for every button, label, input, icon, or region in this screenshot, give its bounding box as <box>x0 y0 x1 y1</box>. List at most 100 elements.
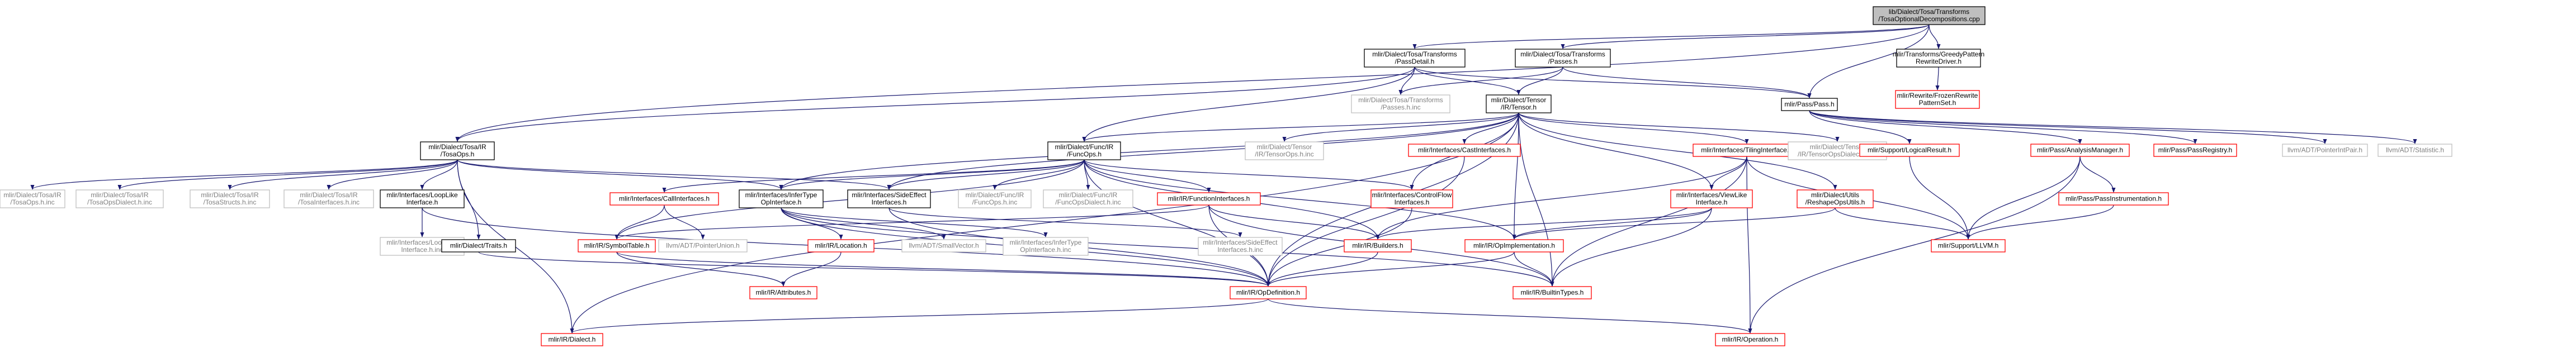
dependency-edge <box>781 251 842 287</box>
dependency-edge <box>228 159 458 190</box>
node-box <box>739 189 824 208</box>
dependency-edge <box>455 66 1415 142</box>
node-label-line: mlir/Interfaces/LoopLike <box>386 239 458 246</box>
header-file-node[interactable]: mlir/Interfaces/CastInterfaces.h <box>1408 144 1521 157</box>
dependency-edge <box>1809 110 2082 144</box>
node-box <box>190 189 270 208</box>
dependency-edge <box>1208 204 1380 240</box>
node-label-line: OpInterface.h <box>761 198 802 206</box>
node-label-line: mlir/Support/LogicalResult.h <box>1868 146 1951 154</box>
node-label-line: llvm/ADT/Statistic.h <box>2386 146 2444 154</box>
node-label-line: /IR/TensorOps.h.inc <box>1255 150 1313 158</box>
node-label-line: mlir/IR/Operation.h <box>1722 336 1779 344</box>
dependency-edge <box>1518 112 1554 287</box>
header-file-node[interactable]: mlir/Support/LogicalResult.h <box>1859 144 1960 157</box>
dependency-edge <box>1518 112 1837 190</box>
node-label-line: mlir/IR/SymbolTable.h <box>584 242 650 250</box>
node-box <box>1043 189 1133 208</box>
dependency-edge <box>1516 66 1563 95</box>
dependency-edge <box>1746 156 1752 334</box>
node-label-line: /TosaOps.h.inc <box>10 198 54 206</box>
header-file-node[interactable]: mlir/Dialect/Tosa/IR/TosaOps.h <box>420 141 495 160</box>
header-file-node[interactable]: mlir/Dialect/Tosa/Transforms/Passes.h <box>1515 49 1611 68</box>
node-label-line: mlir/Interfaces/CastInterfaces.h <box>1418 146 1511 154</box>
dependency-edge <box>1550 207 1712 287</box>
header-file-node[interactable]: mlir/Dialect/Tensor/IR/Tensor.h <box>1486 94 1552 113</box>
dependency-edge <box>1709 156 1747 190</box>
node-box <box>1230 286 1307 299</box>
header-file-node[interactable]: mlir/Pass/PassRegistry.h <box>2153 144 2237 157</box>
node-label-line: mlir/Dialect/Utils <box>1811 191 1859 199</box>
node-label-line: PatternSet.h <box>1919 99 1956 107</box>
header-file-node[interactable]: mlir/IR/Operation.h <box>1715 333 1785 346</box>
node-label-line: /TosaInterfaces.h.inc <box>298 198 360 206</box>
header-file-node[interactable]: mlir/Pass/Pass.h <box>1781 98 1838 111</box>
header-file-node[interactable]: mlir/Dialect/Tosa/Transforms/PassDetail.… <box>1364 49 1466 68</box>
node-label-line: mlir/Dialect/Func/IR <box>1055 143 1114 151</box>
node-label-line: mlir/Transforms/GreedyPattern <box>1893 50 1984 58</box>
node-label-line: mlir/Dialect/Tensor <box>1257 143 1312 151</box>
header-file-node[interactable]: mlir/Dialect/Func/IR/FuncOps.h <box>1047 141 1121 160</box>
node-box <box>1873 6 1986 25</box>
node-box <box>1715 333 1785 346</box>
header-file-node[interactable]: mlir/IR/FunctionInterfaces.h <box>1157 192 1261 206</box>
node-label-line: mlir/Dialect/Tosa/Transforms <box>1358 96 1443 104</box>
node-label-line: mlir/IR/Builders.h <box>1352 242 1403 250</box>
dependency-edge <box>1809 110 2197 144</box>
header-file-node[interactable]: mlir/IR/OpImplementation.h <box>1464 239 1564 253</box>
dependency-edge <box>615 204 1209 240</box>
header-file-node[interactable]: mlir/Interfaces/CallInterfaces.h <box>609 192 719 206</box>
node-box <box>1344 239 1412 253</box>
root-file-node[interactable]: lib/Dialect/Tosa/Transforms/TosaOptional… <box>1873 6 1986 25</box>
dependency-edge <box>1809 110 1912 144</box>
header-file-node[interactable]: mlir/IR/Dialect.h <box>541 333 603 346</box>
header-file-node[interactable]: mlir/IR/Builders.h <box>1344 239 1412 253</box>
node-label-line: llvm/ADT/PointerUnion.h <box>666 242 739 250</box>
node-box <box>441 239 516 253</box>
dependency-edge <box>455 24 1930 142</box>
dependency-edge <box>1935 66 1940 90</box>
header-file-node[interactable]: mlir/IR/SymbolTable.h <box>578 239 656 253</box>
header-file-node: mlir/Dialect/Tosa/IR/TosaStructs.h.inc <box>190 189 270 208</box>
header-file-node[interactable]: mlir/IR/Location.h <box>807 239 875 253</box>
node-box <box>0 189 65 208</box>
node-label-line: mlir/Pass/PassRegistry.h <box>2158 146 2232 154</box>
header-file-node[interactable]: mlir/Pass/PassInstrumentation.h <box>2058 192 2169 206</box>
header-file-node[interactable]: mlir/Support/LLVM.h <box>1931 239 2006 253</box>
dependency-edge <box>1561 24 1930 49</box>
node-box <box>1781 98 1838 111</box>
node-box <box>1370 189 1453 208</box>
dependency-edge <box>664 204 705 240</box>
dependency-edge <box>1835 207 1970 240</box>
dependency-edge <box>1514 251 1554 287</box>
header-file-node: llvm/ADT/PointerUnion.h <box>658 239 748 253</box>
node-label-line: mlir/Interfaces/SideEffect <box>852 191 927 199</box>
header-file-node[interactable]: mlir/Interfaces/TilingInterface.h <box>1693 144 1801 157</box>
header-file-node[interactable]: mlir/Transforms/GreedyPatternRewriteDriv… <box>1893 49 1984 68</box>
header-file-node[interactable]: mlir/Dialect/Utils/ReshapeOpsUtils.h <box>1797 189 1874 208</box>
node-box <box>958 189 1032 208</box>
header-file-node[interactable]: mlir/Pass/AnalysisManager.h <box>2030 144 2130 157</box>
node-label-line: mlir/Pass/Pass.h <box>1784 101 1834 108</box>
dependency-edge <box>1398 66 1415 95</box>
dependency-edge <box>1512 207 1836 240</box>
node-box <box>1003 237 1089 256</box>
node-label-line: mlir/Dialect/Func/IR <box>966 191 1024 199</box>
header-file-node[interactable]: mlir/IR/BuiltinTypes.h <box>1512 286 1592 299</box>
header-file-node: mlir/Dialect/Func/IR/FuncOps.h.inc <box>958 189 1032 208</box>
dependency-edge <box>1084 159 1414 190</box>
header-file-node[interactable]: mlir/Dialect/Traits.h <box>441 239 516 253</box>
node-label-line: mlir/Dialect/Func/IR <box>1059 191 1118 199</box>
nodes-layer: lib/Dialect/Tosa/Transforms/TosaOptional… <box>0 6 2452 346</box>
header-file-node[interactable]: mlir/IR/OpDefinition.h <box>1230 286 1307 299</box>
dependency-edge <box>1376 207 1712 240</box>
node-box <box>1245 141 1324 160</box>
header-file-node[interactable]: mlir/IR/Attributes.h <box>749 286 817 299</box>
